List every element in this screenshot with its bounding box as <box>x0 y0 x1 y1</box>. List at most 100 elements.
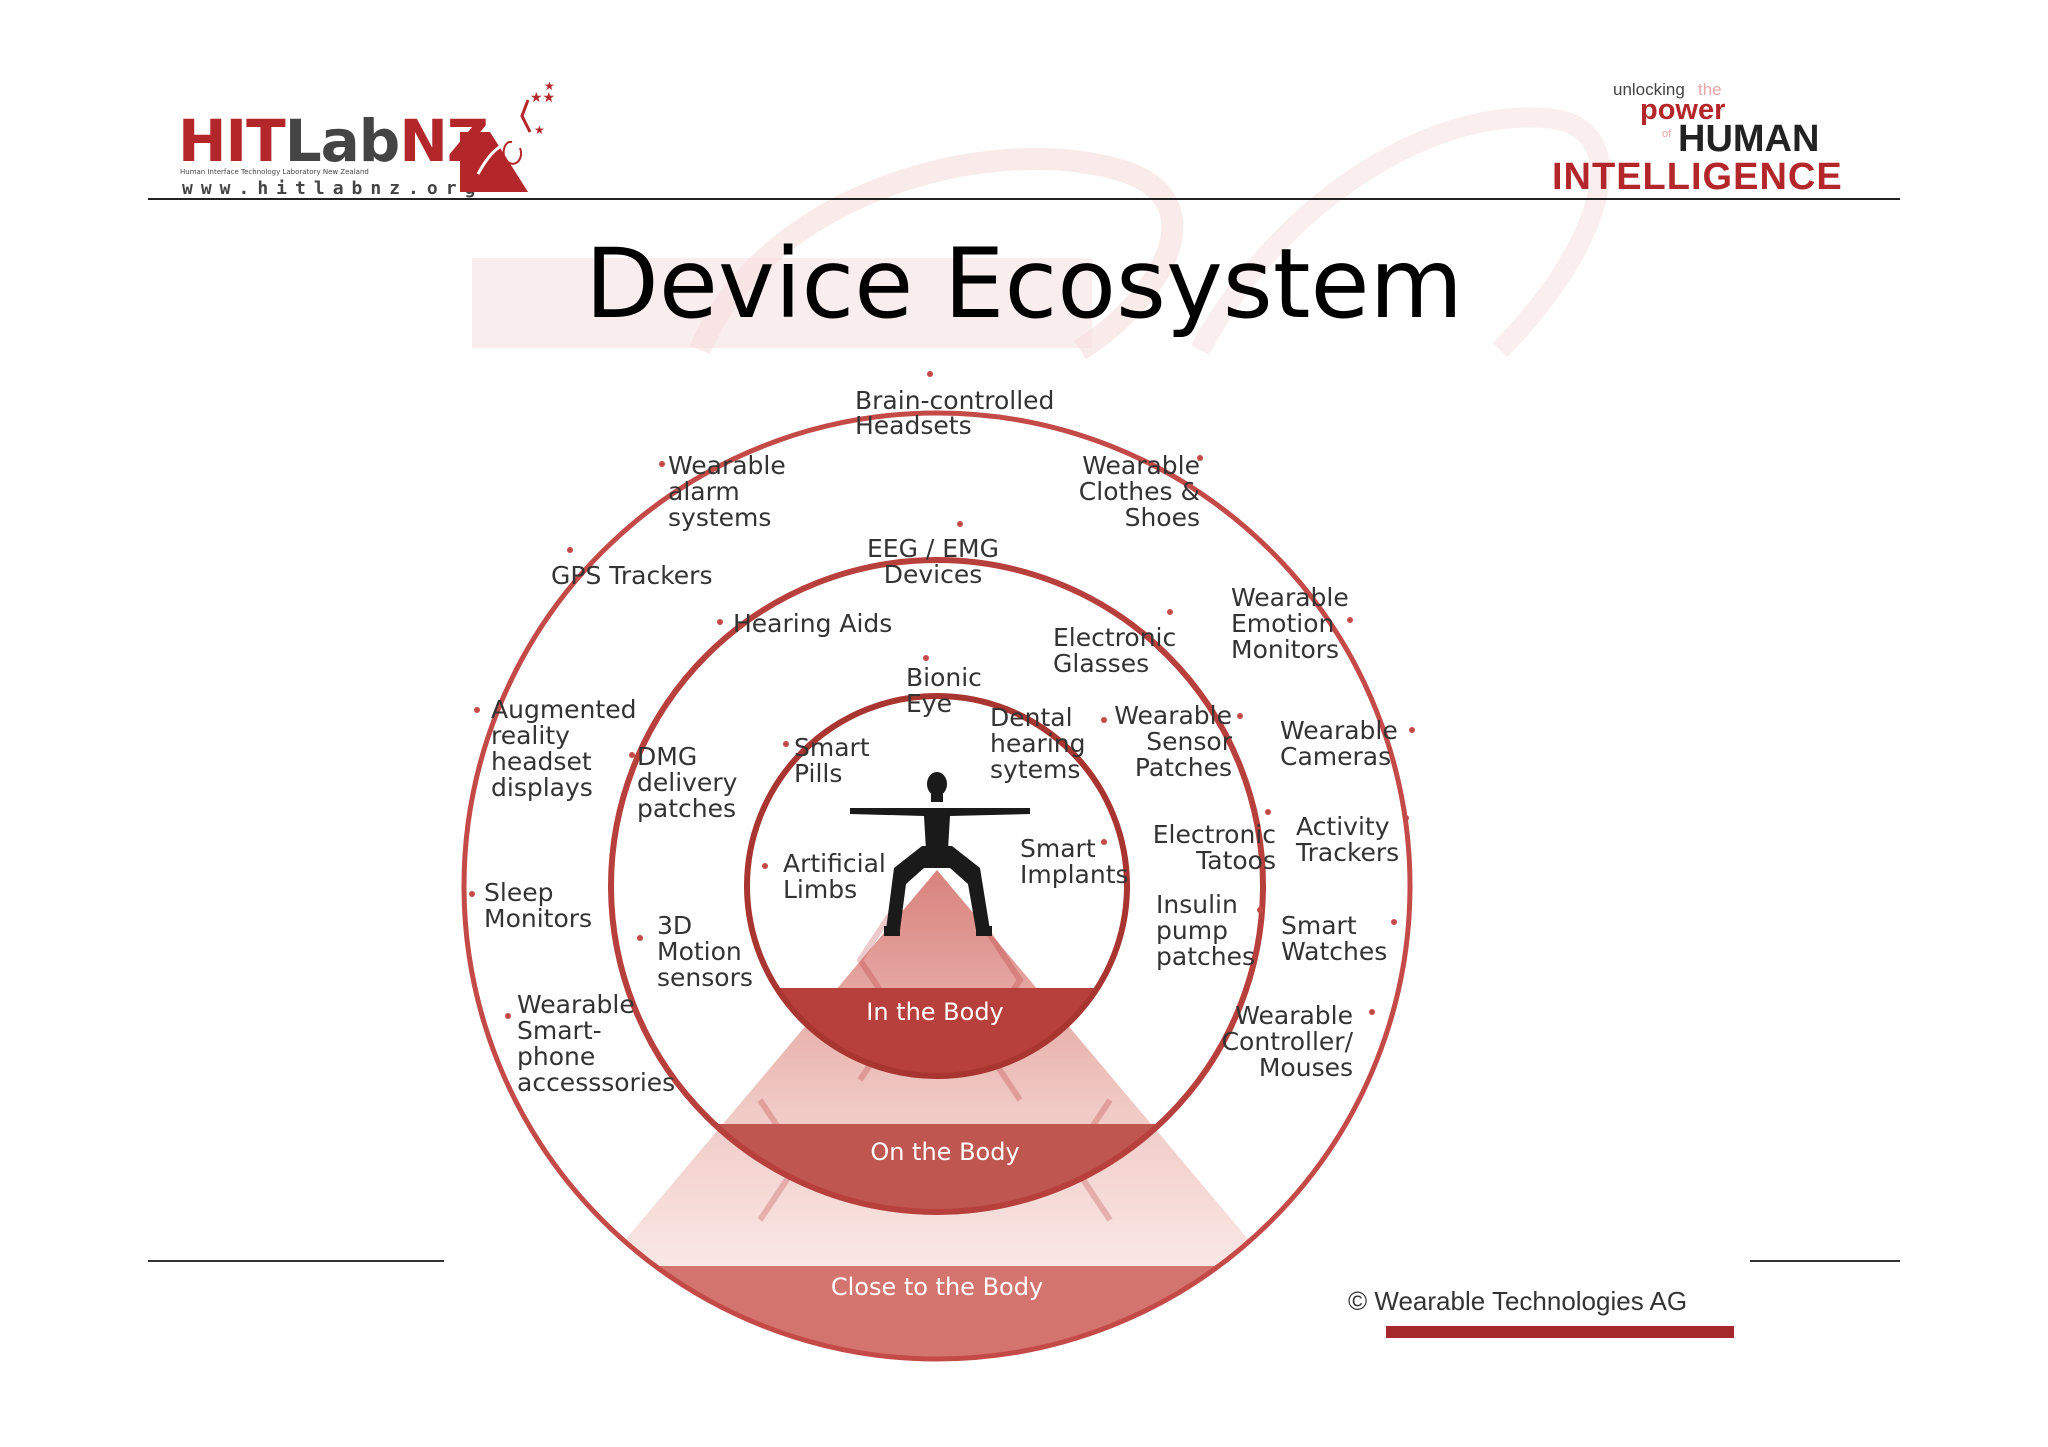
logo-figure-mark: ★★ ★ ★ <box>460 82 558 192</box>
device-label-line: Glasses <box>1053 649 1149 678</box>
device-label-line: headset <box>491 747 592 776</box>
logo-line-power: power <box>1640 94 1726 126</box>
label-dot <box>1347 617 1353 623</box>
label-dot <box>659 461 665 467</box>
header-rule <box>148 198 1900 200</box>
device-label-line: reality <box>491 721 570 750</box>
middle-ring <box>608 557 1266 1215</box>
device-label-line: Bionic <box>906 663 982 692</box>
device-label-line: Shoes <box>1125 503 1200 532</box>
device-label-line: Smart <box>1281 911 1357 940</box>
logo-tagline: Human Interface Technology Laboratory Ne… <box>180 168 369 176</box>
device-label-line: Mouses <box>1259 1053 1353 1082</box>
device-label-line: Monitors <box>1231 635 1339 664</box>
band-label-close-to-the-body: Close to the Body <box>831 1273 1043 1301</box>
label-dot <box>629 752 635 758</box>
device-label-line: pump <box>1156 916 1228 945</box>
device-label-line: patches <box>637 794 736 823</box>
svg-text:★: ★ <box>544 82 555 93</box>
device-label-line: sensors <box>657 963 753 992</box>
device-label-line: Pills <box>794 759 842 788</box>
label-dot <box>762 863 768 869</box>
label-dot <box>957 521 963 527</box>
label-dot <box>1167 609 1173 615</box>
label-dot <box>1101 839 1107 845</box>
label-dot <box>927 371 933 377</box>
device-label-line: Wearable <box>1231 583 1349 612</box>
device-label-line: GPS Trackers <box>551 561 712 590</box>
label-dot <box>717 619 723 625</box>
device-label-line: Watches <box>1281 937 1387 966</box>
page-title: Device Ecosystem <box>584 228 1464 340</box>
svg-text:★★: ★★ <box>530 90 555 106</box>
device-label-line: Eye <box>906 689 952 718</box>
device-label-line: sytems <box>990 755 1080 784</box>
device-label-line: Wearable <box>668 451 786 480</box>
device-label-line: 3D <box>657 911 692 940</box>
outer-ring <box>461 410 1413 1362</box>
device-label-line: Electronic <box>1053 623 1176 652</box>
device-label-line: Devices <box>884 560 983 589</box>
device-label-line: Clothes & <box>1079 477 1200 506</box>
device-label-line: Limbs <box>783 875 857 904</box>
inner-ring <box>744 693 1130 1079</box>
device-label-line: Motion <box>657 937 742 966</box>
logo-line-intelligence: INTELLIGENCE <box>1552 156 1843 198</box>
logo-line-the: the <box>1698 80 1722 99</box>
device-label-line: DMG <box>637 742 697 771</box>
device-label-line: alarm <box>668 477 740 506</box>
device-label-line: Implants <box>1020 860 1129 889</box>
label-dot <box>1101 717 1107 723</box>
device-label-line: Wearable <box>1235 1001 1353 1030</box>
device-label-line: patches <box>1156 942 1255 971</box>
label-dot <box>923 655 929 661</box>
device-label-line: hearing <box>990 729 1085 758</box>
device-label-line: EEG / EMG <box>867 534 999 563</box>
label-dot <box>1265 809 1271 815</box>
logo-line-human: HUMAN <box>1678 118 1820 160</box>
label-dot <box>474 707 480 713</box>
device-label-line: delivery <box>637 768 738 797</box>
device-label-line: Smart- <box>517 1016 602 1045</box>
device-label-line: Wearable <box>1114 701 1232 730</box>
label-dot <box>1409 727 1415 733</box>
label-dot <box>567 547 573 553</box>
label-dots <box>469 371 1415 1019</box>
device-label-line: Wearable <box>1280 716 1398 745</box>
device-label-line: Headsets <box>855 411 972 440</box>
device-label-line: Wearable <box>1082 451 1200 480</box>
device-label-line: Insulin <box>1156 890 1238 919</box>
device-label-hearing: Hearing Aids <box>733 609 892 638</box>
logo-line-unlocking: unlocking <box>1613 80 1685 99</box>
device-label-line: Patches <box>1135 753 1232 782</box>
band-label-in-the-body: In the Body <box>866 998 1004 1026</box>
label-dot <box>783 741 789 747</box>
device-label-line: displays <box>491 773 593 802</box>
device-label-line: Augmented <box>491 695 636 724</box>
device-label-line: Smart <box>1020 834 1096 863</box>
logo-line-of: of <box>1662 128 1672 140</box>
device-label-line: systems <box>668 503 771 532</box>
label-dot <box>1369 1009 1375 1015</box>
device-label-gps: GPS Trackers <box>551 561 712 590</box>
copyright-text: © Wearable Technologies AG <box>1348 1286 1688 1316</box>
device-label-line: Activity <box>1296 812 1390 841</box>
device-label-line: Sensor <box>1146 727 1232 756</box>
